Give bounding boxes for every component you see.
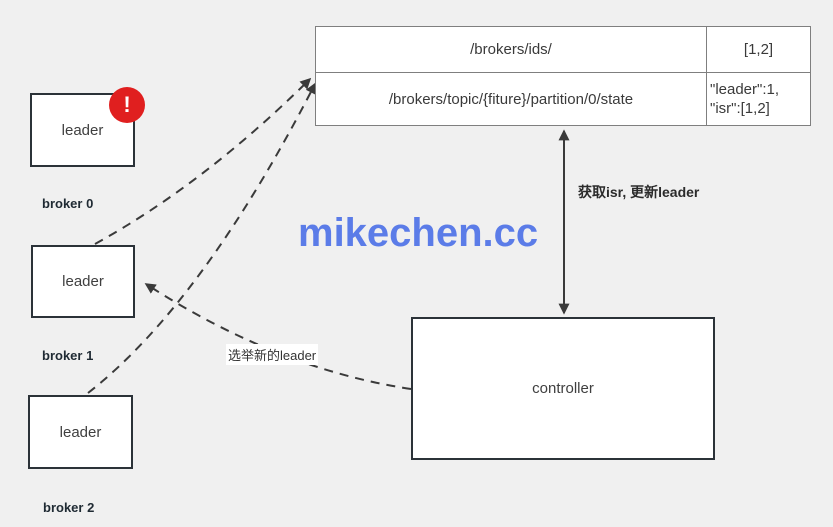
broker2-caption: broker 2 — [43, 500, 95, 515]
controller-box: controller — [411, 317, 715, 460]
broker0-caption: broker 0 — [42, 196, 94, 211]
broker2-leader-label: leader — [59, 423, 102, 441]
broker1-caption: broker 1 — [42, 348, 94, 363]
zk-value-brokers-ids: [1,2] — [707, 27, 810, 73]
alert-exclamation: ! — [123, 92, 131, 117]
broker0-leader-label: leader — [61, 121, 104, 139]
zk-value-partition-state: "leader":1, "isr":[1,2] — [710, 81, 780, 117]
broker1-leader-box: leader — [31, 245, 135, 318]
zk-path-brokers-ids: /brokers/ids/ — [316, 27, 707, 73]
watermark-text: mikechen.cc — [298, 211, 539, 255]
annotation-fetch-isr: 获取isr, 更新leader — [578, 184, 700, 200]
arrow-broker2-to-table — [87, 82, 316, 394]
zookeeper-table: /brokers/ids/ [1,2] /brokers/topic/{fitu… — [315, 26, 811, 126]
alert-icon: ! — [109, 87, 145, 123]
annotation-elect-leader: 选举新的leader — [226, 344, 319, 365]
arrow-broker1-to-table — [94, 77, 312, 245]
arrow-controller-to-broker1 — [144, 283, 412, 390]
broker2-leader-box: leader — [28, 395, 133, 469]
broker1-leader-label: leader — [62, 273, 104, 290]
controller-label: controller — [532, 380, 594, 397]
zk-path-partition-state: /brokers/topic/{fiture}/partition/0/stat… — [316, 73, 707, 125]
